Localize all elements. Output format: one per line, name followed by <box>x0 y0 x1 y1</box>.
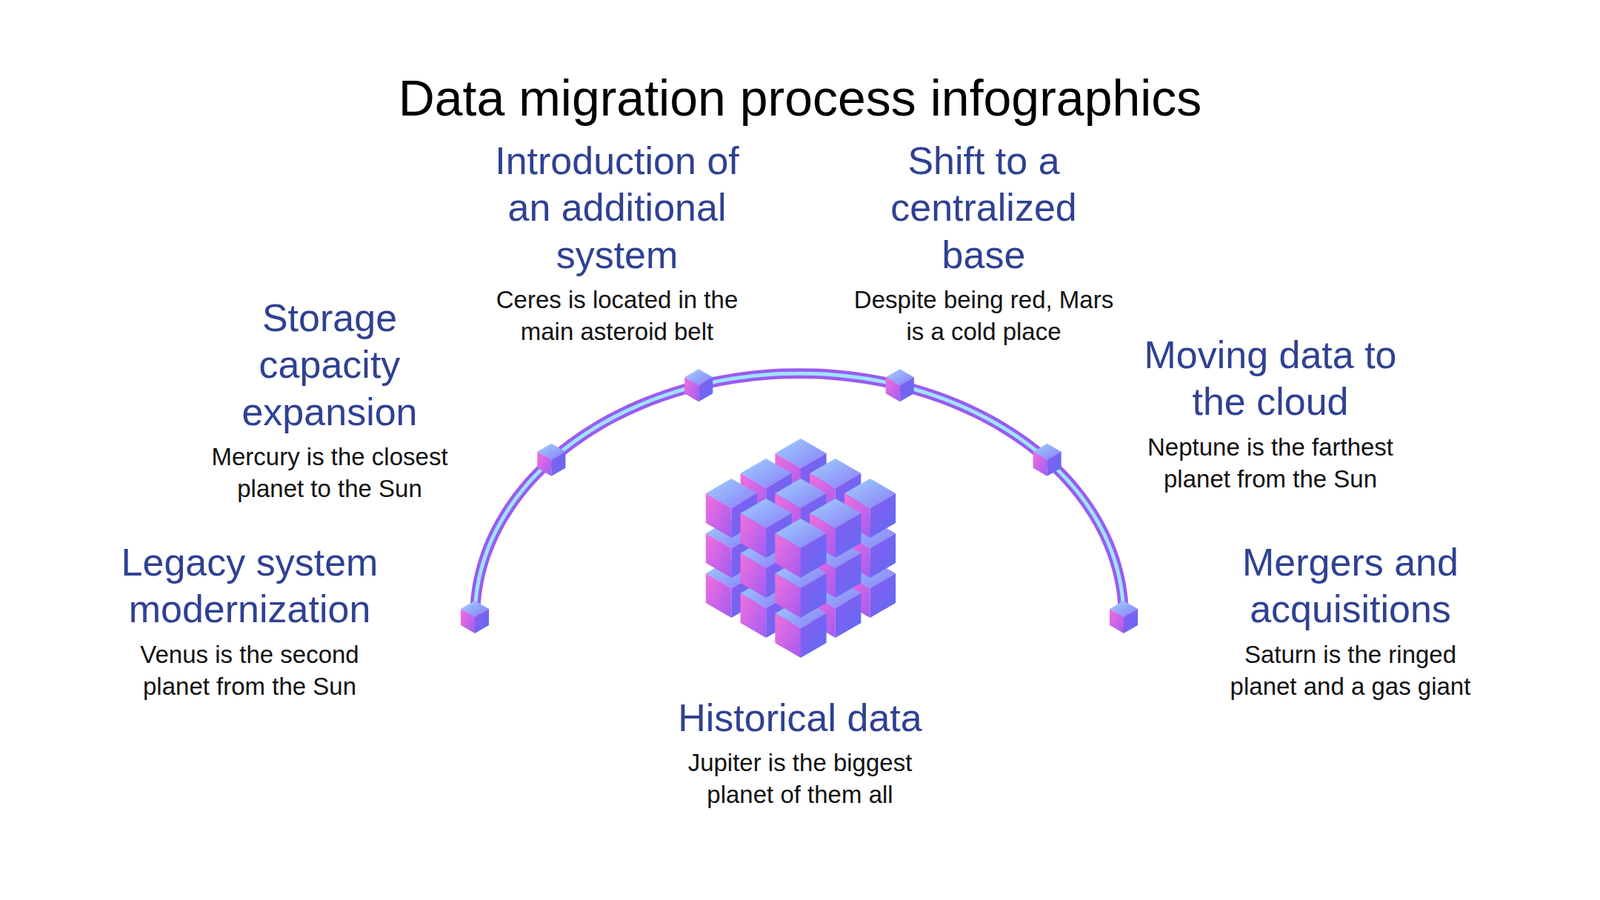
cube-face <box>774 533 801 578</box>
item-heading: Storage capacity expansion <box>218 294 441 436</box>
cube-face <box>800 613 827 658</box>
item-heading: Shift to a centralized base <box>872 137 1095 279</box>
cube-face <box>774 573 801 618</box>
cube-face <box>551 451 566 477</box>
iso-cube <box>885 368 915 402</box>
iso-cube <box>1109 600 1138 634</box>
arc-outer <box>474 373 1124 618</box>
item-description: Saturn is the ringed planet and a gas gi… <box>1209 639 1492 703</box>
arc <box>460 368 1138 634</box>
item-description: Neptune is the farthest planet from the … <box>1129 431 1412 496</box>
info-item: Legacy system modernizationVenus is the … <box>108 539 391 703</box>
cube-face <box>537 451 552 477</box>
title: Data migration process infographics <box>0 68 1600 129</box>
item-description: Venus is the second planet from the Sun <box>108 639 391 703</box>
cube-face <box>1109 608 1124 634</box>
iso-cube <box>1033 443 1062 477</box>
info-item: Mergers and acquisitionsSaturn is the ri… <box>1209 539 1492 703</box>
item-heading: Introduction of an additional system <box>480 137 755 279</box>
cube-face <box>705 573 732 618</box>
cube-face <box>835 593 862 638</box>
item-heading: Mergers and acquisitions <box>1209 539 1492 634</box>
info-item: Moving data to the cloudNeptune is the f… <box>1129 331 1412 496</box>
item-description: Despite being red, Mars is a cold place <box>850 284 1118 349</box>
cube-face <box>835 553 862 598</box>
cube-cluster <box>705 438 896 658</box>
cube-face <box>740 553 767 598</box>
info-item: Historical dataJupiter is the biggest pl… <box>651 694 949 812</box>
item-heading: Historical data <box>651 694 949 742</box>
item-description: Mercury is the closest planet to the Sun <box>188 441 471 506</box>
iso-cube <box>460 600 489 634</box>
cube-face <box>1047 451 1062 477</box>
cube-face <box>900 377 915 402</box>
cube-face <box>740 513 767 558</box>
cube-face <box>774 613 801 658</box>
cube-face <box>870 573 897 618</box>
cube-face <box>705 493 732 538</box>
item-heading: Moving data to the cloud <box>1129 331 1412 426</box>
cube-face <box>684 377 699 402</box>
cube-face <box>835 513 862 558</box>
item-heading: Legacy system modernization <box>108 539 391 634</box>
item-description: Ceres is located in the main asteroid be… <box>476 284 758 349</box>
cube-face <box>1033 451 1048 477</box>
item-description: Jupiter is the biggest planet of them al… <box>651 747 949 812</box>
info-item: Introduction of an additional systemCere… <box>476 137 758 349</box>
cube-face <box>1123 608 1138 634</box>
cube-face <box>705 533 732 578</box>
cube-face <box>698 377 713 402</box>
cube-face <box>800 533 827 578</box>
cube-face <box>740 593 767 638</box>
iso-cube <box>684 368 713 402</box>
iso-cube <box>537 443 566 477</box>
info-item: Shift to a centralized baseDespite being… <box>850 137 1118 349</box>
cube-face <box>460 608 475 634</box>
cube-face <box>474 608 489 634</box>
cube-face <box>870 493 897 538</box>
cube-face <box>885 377 900 402</box>
iso-cube <box>774 518 826 578</box>
cube-face <box>870 533 897 578</box>
info-item: Storage capacity expansionMercury is the… <box>188 294 471 506</box>
cube-face <box>800 573 827 618</box>
arc-inner <box>474 373 1124 618</box>
